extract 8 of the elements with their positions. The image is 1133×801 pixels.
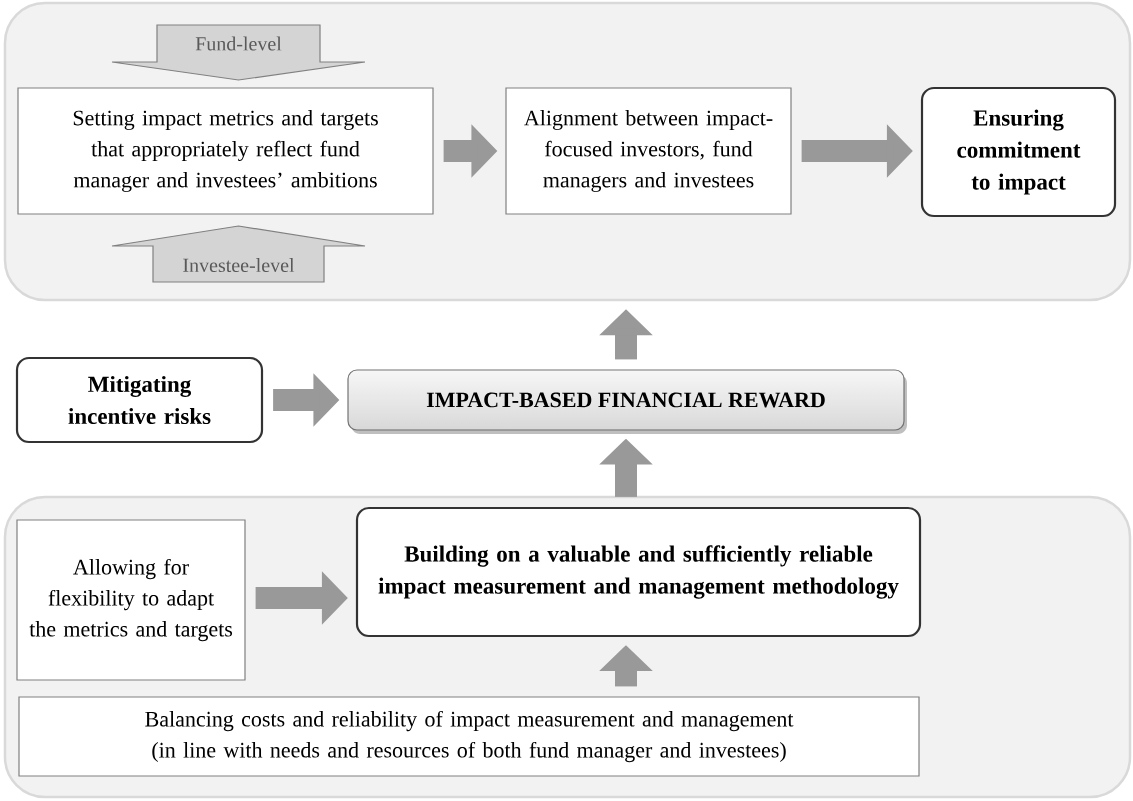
title-box: IMPACT-BASED FINANCIAL REWARD <box>347 369 907 434</box>
text-box: Alignment between impact-focused investors, fund managers and investees <box>505 87 792 215</box>
text-box: Allowing for flexibility to adapt the metrics and targets <box>16 519 246 681</box>
rounded-box: Building on a valuable and sufficiently reliable impact measurement and management methodology <box>355 506 922 638</box>
text-box: Setting impact metrics and targets that appropriately reflect fund manager and investees’ ambitions <box>17 87 434 215</box>
text-box: Balancing costs and reliability of impact measurement and management (in line with needs and resources of both fund manager and investees) <box>18 696 920 777</box>
rounded-box: Mitigating incentive risks <box>15 356 264 444</box>
rounded-box: Ensuring commitment to impact <box>920 86 1117 218</box>
